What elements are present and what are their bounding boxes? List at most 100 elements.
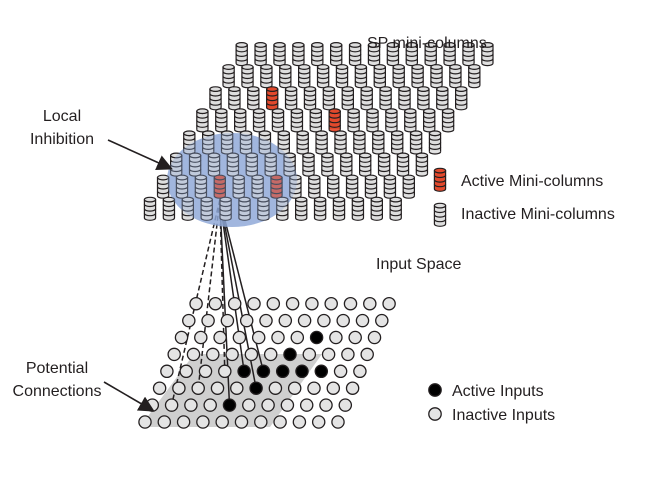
input-cell-inactive [266, 296, 281, 311]
sp-minicolumns-label: SP mini-columns [367, 35, 487, 52]
input-cell-inactive [218, 364, 232, 379]
minicolumn-inactive [143, 196, 157, 221]
input-cell-inactive [348, 330, 362, 345]
minicolumn-inactive [232, 174, 245, 199]
minicolumn-inactive [284, 86, 298, 111]
minicolumn-inactive [215, 108, 228, 133]
local-inhibition-overlay [167, 133, 297, 227]
minicolumn-inactive [313, 196, 327, 221]
minicolumn-inactive [436, 86, 449, 111]
legend-inactive-minicolumn-icon [433, 202, 447, 227]
minicolumn-inactive [411, 64, 424, 89]
minicolumn-inactive [347, 108, 360, 133]
minicolumn-inactive [228, 86, 241, 111]
minicolumn-inactive [254, 42, 267, 67]
input-cell-active [275, 364, 290, 379]
input-cell-inactive [355, 313, 370, 328]
input-cell-inactive [333, 364, 348, 379]
input-cell-inactive [164, 398, 179, 412]
minicolumn-inactive [209, 86, 222, 111]
input-cell-inactive [345, 381, 360, 395]
input-cell-active [314, 364, 329, 379]
input-cell-inactive [280, 398, 295, 412]
minicolumn-inactive [340, 152, 353, 177]
input-cell-inactive [343, 296, 358, 311]
input-cell-inactive [305, 296, 319, 311]
minicolumn-inactive [462, 42, 475, 67]
input-cell-inactive [167, 347, 181, 362]
input-cell-inactive [292, 415, 307, 429]
minicolumn-active [213, 174, 226, 199]
input-cell-inactive [336, 313, 350, 328]
minicolumn-inactive [196, 108, 209, 133]
minicolumn-inactive [201, 130, 215, 155]
input-cell-inactive [182, 313, 196, 328]
minicolumn-inactive [396, 152, 410, 177]
minicolumn-inactive [402, 174, 415, 199]
input-cell-inactive [230, 381, 244, 395]
input-cell-inactive [259, 313, 273, 328]
minicolumn-active [266, 86, 279, 111]
input-cell-inactive [353, 364, 367, 379]
minicolumn-inactive [415, 152, 429, 177]
input-cell-inactive [157, 415, 172, 429]
input-cell-inactive [189, 296, 203, 311]
minicolumn-inactive [226, 152, 240, 177]
input-cell-inactive [302, 347, 317, 362]
minicolumn-inactive [359, 152, 372, 177]
minicolumn-inactive [364, 174, 378, 199]
minicolumn-inactive [257, 196, 270, 221]
minicolumn-inactive [247, 86, 260, 111]
minicolumn-inactive [298, 64, 311, 89]
input-cell-inactive [324, 296, 338, 311]
input-cell-active [309, 330, 324, 345]
legend-active-input-icon [428, 383, 442, 397]
input-cell-inactive [331, 415, 345, 429]
legend-inactive-minicolumns: Inactive Mini-columns [461, 206, 615, 223]
minicolumn-inactive [449, 64, 462, 89]
minicolumn-inactive [311, 42, 324, 67]
minicolumn-inactive [468, 64, 481, 89]
minicolumn-inactive [392, 64, 405, 89]
input-cell-inactive [311, 415, 326, 429]
input-cell-inactive [268, 381, 283, 395]
minicolumn-inactive [335, 64, 349, 89]
minicolumn-inactive [353, 130, 366, 155]
input-cell-inactive [329, 330, 343, 345]
minicolumn-inactive [241, 64, 254, 89]
input-cell-inactive [290, 330, 305, 345]
legend-inactive-stack [433, 202, 447, 227]
minicolumn-inactive [239, 130, 253, 155]
input-cell-inactive [244, 347, 259, 362]
connection-line-dashed [219, 199, 226, 372]
minicolumn-inactive [385, 108, 398, 133]
input-cell-inactive [297, 313, 312, 328]
minicolumn-inactive [428, 130, 442, 155]
input-cell-inactive [338, 398, 353, 412]
minicolumn-inactive [188, 152, 202, 177]
minicolumn-inactive [315, 130, 328, 155]
minicolumn-inactive [330, 42, 343, 67]
minicolumn-inactive [348, 42, 362, 67]
minicolumn-inactive [308, 174, 321, 199]
input-cell-inactive [232, 330, 247, 345]
minicolumn-inactive [219, 196, 232, 221]
minicolumn-inactive [404, 108, 417, 133]
minicolumn-inactive [169, 152, 183, 177]
minicolumn-inactive [441, 108, 455, 133]
input-cell-inactive [363, 296, 377, 311]
input-cell-inactive [321, 347, 336, 362]
input-cell-inactive [203, 398, 217, 412]
minicolumn-inactive [398, 86, 411, 111]
minicolumn-inactive [283, 152, 296, 177]
minicolumn-inactive [383, 174, 397, 199]
potential-connections-label-line2: Connections [13, 383, 102, 400]
minicolumn-inactive [377, 152, 391, 177]
minicolumn-inactive [235, 42, 248, 67]
input-cell-active [249, 381, 263, 395]
input-grid [138, 296, 396, 429]
input-cell-active [295, 364, 309, 379]
minicolumn-inactive [322, 86, 336, 111]
minicolumn-grid [143, 42, 494, 221]
